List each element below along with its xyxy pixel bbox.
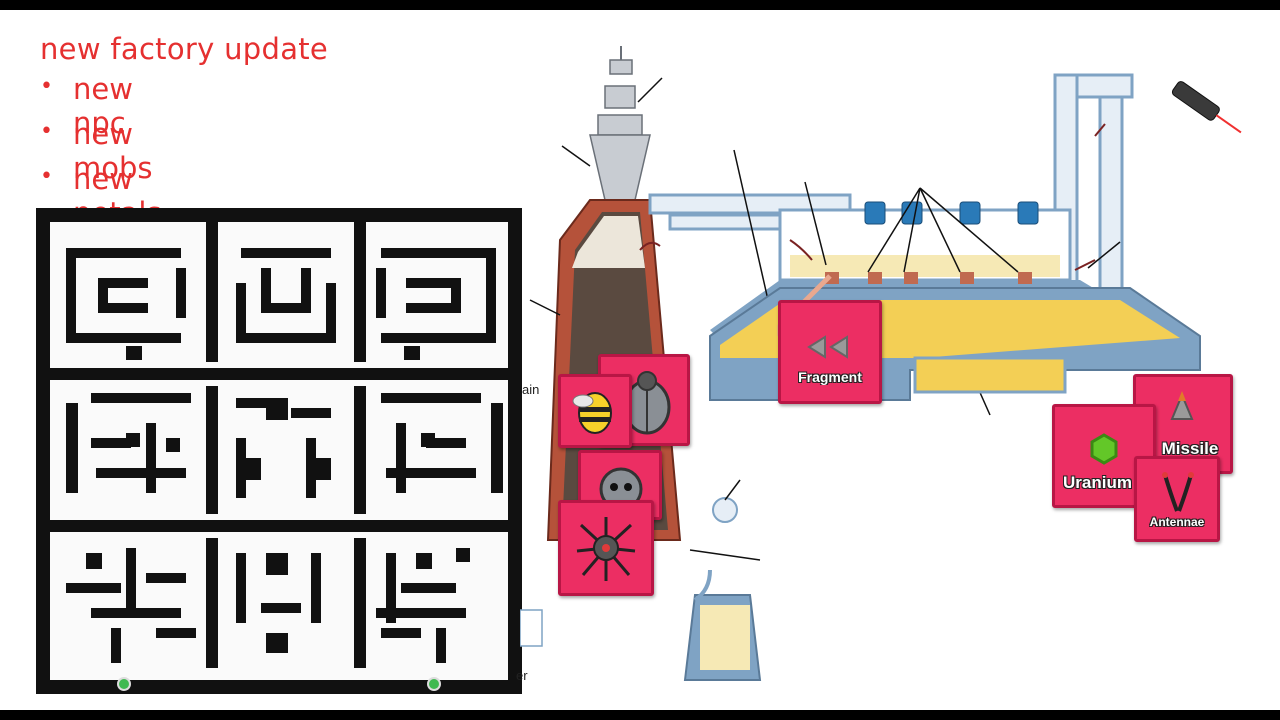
petal-label-missile: Missile bbox=[1161, 439, 1219, 458]
update-title: new factory update bbox=[40, 32, 329, 66]
video-frame: new factory update • new npc • new mobs … bbox=[0, 10, 1280, 710]
mob-card-beetle bbox=[598, 354, 690, 446]
bullet-marker: • bbox=[40, 119, 53, 144]
bullet-text: new mobs bbox=[73, 117, 153, 185]
beetle-icon bbox=[623, 371, 671, 435]
diagram-label-fragment-ain: ain bbox=[522, 382, 540, 397]
spider-icon bbox=[576, 517, 636, 581]
factory-maze-map bbox=[36, 208, 522, 694]
mob-card-spider bbox=[558, 500, 654, 596]
bullet-marker: • bbox=[40, 74, 53, 99]
antennae-icon bbox=[1162, 472, 1194, 512]
petal-label-fragment: Fragment bbox=[798, 369, 862, 385]
missile-icon bbox=[1170, 391, 1194, 420]
bullet-marker: • bbox=[40, 164, 53, 189]
petal-label-antennae: Antennae bbox=[1149, 515, 1205, 529]
petal-card-fragment: Fragment bbox=[778, 300, 882, 404]
bee-icon bbox=[572, 392, 612, 434]
bullet-text: new npc bbox=[73, 72, 133, 140]
uranium-icon bbox=[1090, 433, 1118, 465]
fragment-icon bbox=[807, 335, 848, 359]
mob-card-bee bbox=[558, 374, 632, 448]
diagram-label-fragment-er: er bbox=[516, 668, 528, 683]
petal-card-antennae: Antennae bbox=[1134, 456, 1220, 542]
petal-label-uranium: Uranium bbox=[1063, 473, 1132, 492]
